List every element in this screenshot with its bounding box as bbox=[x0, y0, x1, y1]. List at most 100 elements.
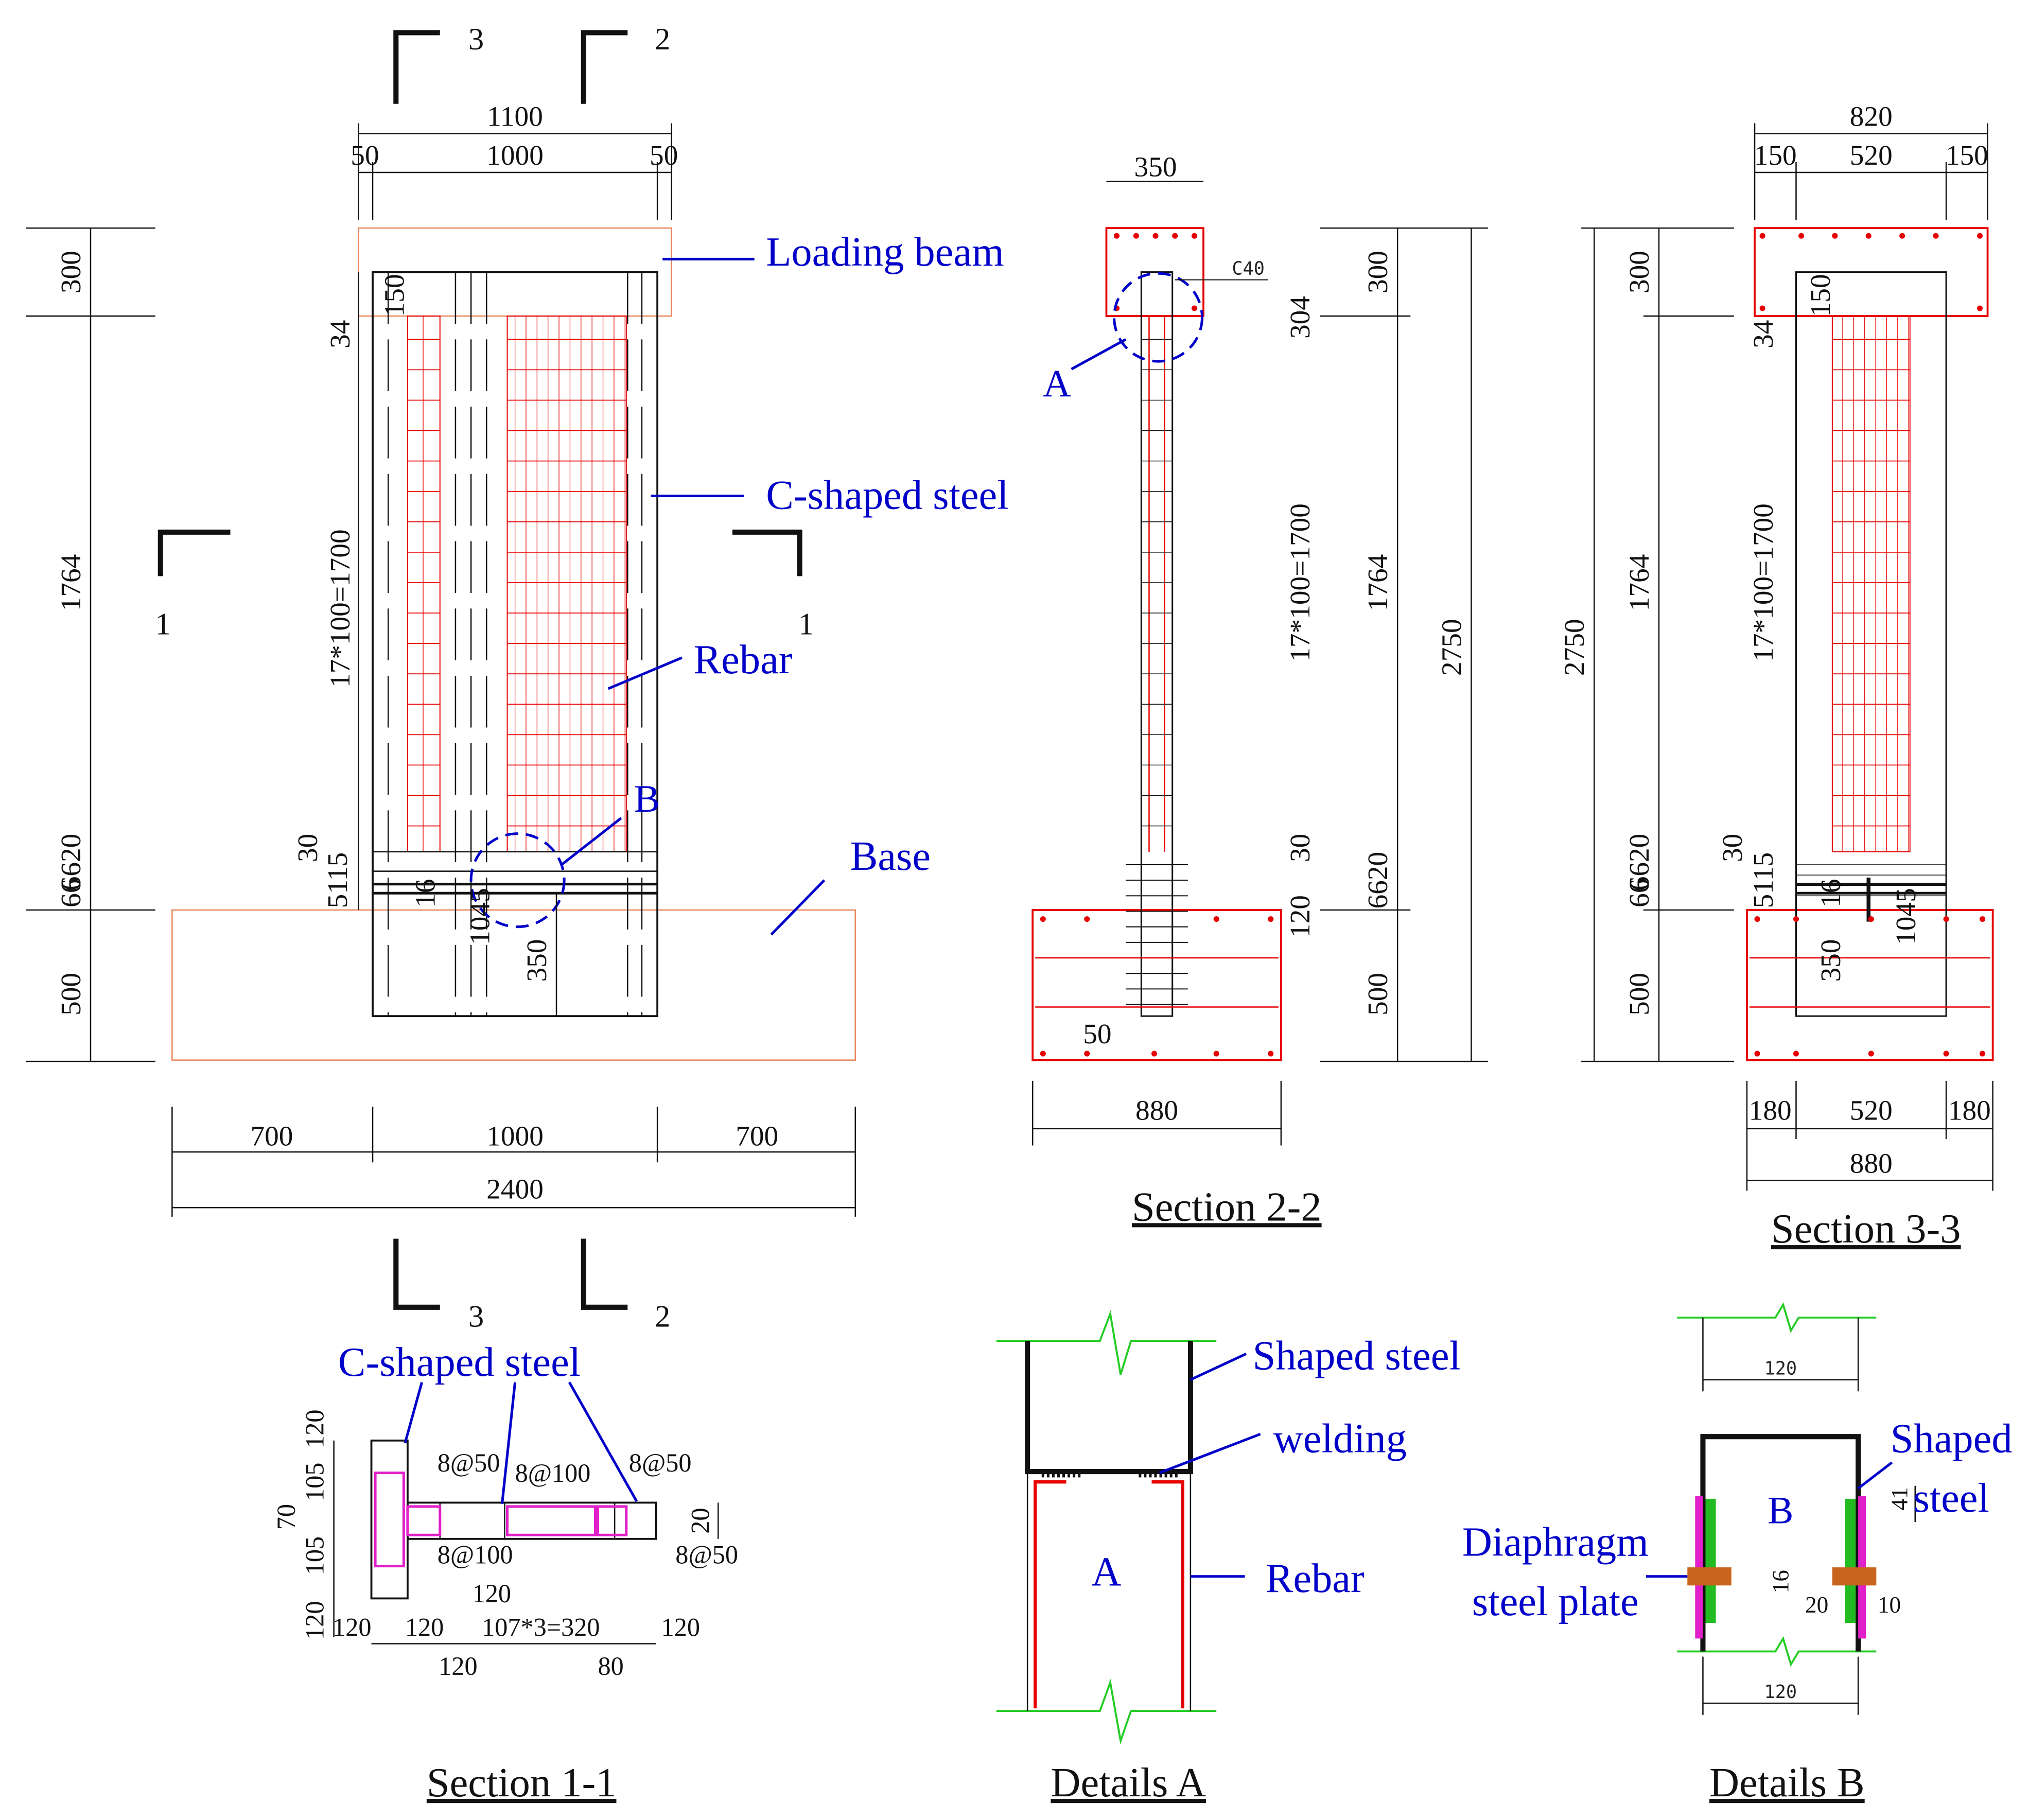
dim-2400: 2400 bbox=[486, 1174, 544, 1205]
s11-left-flange bbox=[370, 1439, 409, 1600]
s11-dim-80: 80 bbox=[598, 1652, 623, 1681]
rebar-grid-right bbox=[506, 316, 627, 852]
dim-34: 34 bbox=[324, 320, 356, 348]
dim-5115: 5115 bbox=[322, 852, 353, 908]
rebar-dot bbox=[1868, 916, 1874, 922]
s33-dim-66: 66 bbox=[1623, 879, 1655, 907]
s22-dim-880: 880 bbox=[1135, 1094, 1178, 1126]
section-mark-3-top: 3 bbox=[468, 22, 484, 57]
s33-rebar-grid bbox=[1796, 316, 1947, 897]
rebar-dot bbox=[1793, 1051, 1799, 1057]
dim-6620: 6620 bbox=[55, 834, 86, 891]
rebar-dot bbox=[1084, 1051, 1090, 1057]
s33-dim-500: 500 bbox=[1623, 973, 1655, 1016]
rebar-dot bbox=[1191, 305, 1197, 311]
rebar-dot bbox=[1933, 233, 1939, 239]
s11-dim-70: 70 bbox=[272, 1504, 301, 1530]
rebar-dot bbox=[1754, 916, 1760, 922]
s22-dim-300: 300 bbox=[1362, 251, 1393, 293]
s33-wall bbox=[1795, 271, 1947, 1017]
details-b-dim-120-top: 120 bbox=[1764, 1358, 1797, 1379]
s11-dim-105-b: 105 bbox=[301, 1536, 329, 1575]
s11-stirrup-8at50-b: 8@50 bbox=[629, 1448, 692, 1477]
rebar-dot bbox=[1865, 233, 1871, 239]
s22-dim-120: 120 bbox=[1284, 895, 1316, 938]
dim-66-left: 66 bbox=[55, 879, 86, 907]
s11-web bbox=[407, 1501, 657, 1540]
dim-50-left: 50 bbox=[351, 139, 379, 171]
detail-a-circle bbox=[1113, 272, 1204, 363]
rebar-dot bbox=[1114, 233, 1120, 239]
details-b-label-shaped: Shaped bbox=[1891, 1415, 2013, 1461]
elevation-inner-dims: 34 150 17*100=1700 30 6620 5115 16 1045 … bbox=[55, 272, 557, 1017]
rebar-dot bbox=[1979, 916, 1986, 922]
dim-spacing: 17*100=1700 bbox=[324, 529, 356, 688]
details-b-letter: B bbox=[1768, 1490, 1793, 1532]
section-marks: 3 2 1 1 3 2 bbox=[155, 22, 814, 1334]
elevation-top-dims: 1100 50 1000 50 bbox=[351, 100, 678, 221]
s22-dim-6620: 6620 bbox=[1362, 852, 1393, 909]
section-mark-2-top: 2 bbox=[655, 22, 670, 57]
s11-stirrup-8at100-a: 8@100 bbox=[515, 1459, 591, 1487]
s33-dim-350: 350 bbox=[1815, 939, 1846, 982]
s22-beam-outline bbox=[1105, 227, 1204, 317]
s11-dim-120-top: 120 bbox=[301, 1409, 329, 1448]
caption-section-2-2: Section 2-2 bbox=[1132, 1184, 1322, 1230]
rebar-dot bbox=[1943, 1051, 1949, 1057]
s33-dim-34: 34 bbox=[1747, 320, 1779, 348]
s33-dim-6620: 6620 bbox=[1623, 834, 1655, 891]
rebar-dot bbox=[1943, 916, 1949, 922]
s11-dim-120-b: 120 bbox=[405, 1613, 444, 1641]
elevation-labels: Loading beam C-shaped steel Rebar Base bbox=[607, 229, 1009, 936]
rebar-dot bbox=[1868, 1051, 1874, 1057]
detail-a-leader bbox=[1071, 338, 1127, 371]
s11-dim-120-d: 120 bbox=[439, 1652, 477, 1681]
caption-section-3-3: Section 3-3 bbox=[1771, 1206, 1961, 1252]
rebar-dot bbox=[1172, 233, 1178, 239]
s33-dim-1045: 1045 bbox=[1890, 888, 1921, 945]
elevation-left-dims: 300 1764 500 66 bbox=[26, 227, 155, 1062]
details-b-diaphragm-left bbox=[1687, 1567, 1731, 1586]
details-b-dim-120-bottom: 120 bbox=[1764, 1682, 1797, 1703]
dim-700-left: 700 bbox=[250, 1121, 293, 1152]
details-a-shaped-steel bbox=[1025, 1341, 1193, 1475]
dim-700-right: 700 bbox=[736, 1121, 778, 1152]
rebar-dot bbox=[1213, 1051, 1219, 1057]
s22-dim-spacing: 17*100=1700 bbox=[1284, 503, 1316, 662]
s11-stirrup-8at50-c: 8@50 bbox=[675, 1541, 738, 1569]
s11-stirrup-middle bbox=[505, 1505, 597, 1536]
s22-stirrups bbox=[1126, 339, 1188, 1005]
elevation-view: B 1100 50 1000 50 300 1764 500 66 bbox=[26, 22, 1009, 1334]
rebar-dot bbox=[1899, 233, 1905, 239]
details-a-break-top bbox=[996, 1310, 1217, 1375]
s33-dim-1764: 1764 bbox=[1623, 554, 1655, 611]
s11-stirrup-8at50-a: 8@50 bbox=[438, 1448, 500, 1477]
details-b-label-steel: steel bbox=[1913, 1475, 1989, 1521]
rebar-grid-lines bbox=[407, 316, 626, 852]
s11-dim-120-mid: 120 bbox=[473, 1579, 511, 1608]
dim-1000-bottom: 1000 bbox=[486, 1121, 544, 1152]
details-b-plate-right bbox=[1845, 1498, 1856, 1623]
details-a-break-bottom bbox=[996, 1678, 1217, 1745]
s11-dim-20: 20 bbox=[686, 1508, 715, 1533]
s33-base-outline bbox=[1746, 909, 1994, 1061]
details-b-plate-left bbox=[1705, 1498, 1716, 1623]
s33-dim-820: 820 bbox=[1850, 100, 1893, 132]
s22-dim-2750: 2750 bbox=[1436, 619, 1467, 676]
dim-1764-left: 1764 bbox=[55, 554, 86, 611]
dim-1100: 1100 bbox=[487, 100, 543, 132]
s33-dim-520-top: 520 bbox=[1850, 139, 1893, 171]
wall-outline bbox=[372, 271, 659, 1018]
details-a-label-shaped-steel: Shaped steel bbox=[1253, 1333, 1461, 1378]
section-mark-1-right: 1 bbox=[798, 607, 814, 642]
dim-1000-top: 1000 bbox=[486, 139, 544, 171]
section-mark-1-left: 1 bbox=[155, 607, 171, 642]
rebar-dot bbox=[1832, 233, 1838, 239]
section-2-2-view: A C40 350 300 304 17*100=1700 1764 2750 … bbox=[1031, 151, 1489, 1230]
rebar-dot bbox=[1976, 233, 1983, 239]
rebar-grid-left bbox=[407, 316, 441, 852]
rebar-dot bbox=[1976, 305, 1983, 311]
s11-dim-105-a: 105 bbox=[301, 1462, 329, 1501]
elevation-bottom-dims: 700 1000 700 2400 bbox=[171, 1107, 856, 1217]
